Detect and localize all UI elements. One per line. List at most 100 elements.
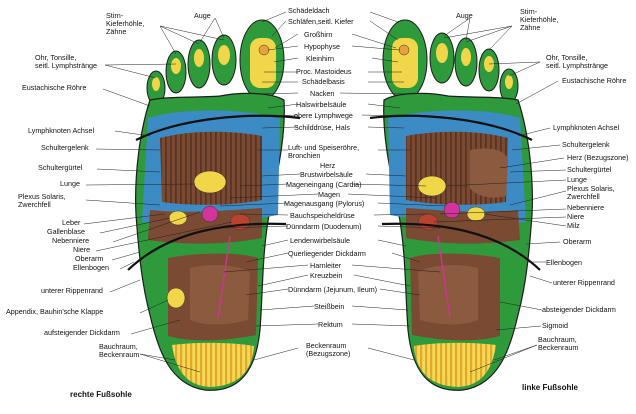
label-line: (Bezugszone) [306, 349, 350, 358]
label-lunge-left: Lunge [567, 175, 587, 184]
right-toe-3-yellow [194, 49, 204, 67]
label-kleinhirn: Kleinhirn [306, 54, 334, 63]
right-toe-4-yellow [171, 58, 181, 74]
label-luft-speise: Luft- und Speiseröhre,Bronchien [288, 143, 359, 160]
label-halswirbel: Halswirbelsäule [296, 100, 346, 109]
left-toe-2-yellow [436, 43, 448, 63]
label-stirn-left: Stirn-Kieferhöhle,Zähne [520, 7, 558, 32]
label-plexus-right: Plexus Solaris,Zwerchfell [18, 192, 66, 209]
left-toe-3-yellow [461, 48, 471, 66]
left-sole-foot [370, 20, 540, 390]
label-auge-left: Auge [456, 11, 473, 20]
label-lymph-achsel-left: Lymphknoten Achsel [553, 123, 619, 132]
right-sole-foot [128, 20, 300, 390]
label-line: Zähne [106, 27, 126, 36]
label-leber: Leber [62, 218, 81, 227]
label-schultergurtel-left: Schultergürtel [567, 165, 612, 174]
right-gallbladder [169, 211, 187, 225]
label-gallenblase: Gallenblase [47, 227, 85, 236]
label-rippenrand-right: unterer Rippenrand [41, 286, 103, 295]
label-schaedeldach: Schädeldach [288, 6, 330, 15]
left-magenta-spot [444, 202, 460, 218]
label-duenndarm-duod: Dünndarm (Duodenum) [286, 222, 362, 231]
label-line: Bronchien [288, 151, 320, 160]
left-toe-5-yellow [505, 75, 513, 89]
label-herz-left: Herz (Bezugszone) [567, 153, 629, 162]
label-harnleiter: Harnleiter [310, 261, 342, 270]
label-plexus-left: Plexus Solaris,Zwerchfell [567, 184, 615, 201]
right-hypophyse-spot [259, 45, 269, 55]
label-niere-left: Niere [567, 212, 584, 221]
label-oberarm-left: Oberarm [563, 237, 591, 246]
label-ellenbogen-right: Ellenbogen [73, 263, 109, 272]
label-bauchraum-right: Bauchraum,Beckenraum [99, 342, 139, 359]
label-rektum: Rektum [318, 320, 343, 329]
label-aufst-dickdarm: aufsteigender Dickdarm [44, 328, 120, 337]
left-heart-spot [470, 148, 508, 197]
label-schultergelenk-right: Schultergelenk [41, 143, 89, 152]
label-rippenrand-left: unterer Rippenrand [553, 278, 615, 287]
right-magenta-spot [202, 206, 218, 222]
left-hypophyse-spot [399, 45, 409, 55]
label-line: Beckenraum [538, 343, 578, 352]
label-obere-lymph: obere Lymphwege [294, 111, 353, 120]
label-lymph-achsel-right: Lymphknoten Achsel [28, 126, 94, 135]
label-eustach-left: Eustachische Röhre [562, 76, 626, 85]
label-appendix: Appendix, Bauhin'sche Klappe [6, 307, 103, 316]
label-auge-right: Auge [194, 11, 211, 20]
label-line: seitl. Lymphstränge [35, 61, 97, 70]
label-line: seitl. Lymphstränge [546, 61, 608, 70]
label-schaedelbasis: Schädelbasis [302, 77, 345, 86]
label-brustwirbel: Brustwirbelsäule [300, 170, 353, 179]
label-sigmoid: Sigmoid [542, 321, 568, 330]
label-steissbein: Steißbein [314, 302, 344, 311]
label-stirn-right: Stirn-Kieferhöhle,Zähne [106, 11, 144, 36]
label-schlaefen: Schläfen,seitl. Kiefer [288, 17, 354, 26]
caption-left-sole: linke Fußsohle [522, 383, 579, 392]
label-hypophyse: Hypophyse [304, 42, 340, 51]
label-querliegender: Querliegender Dickdarm [288, 249, 366, 258]
label-ohr-right: Ohr, Tonsille,seitl. Lymphstränge [35, 53, 97, 70]
label-line: Zähne [520, 23, 540, 32]
label-eustach-right: Eustachische Röhre [22, 83, 86, 92]
right-toe-5-yellow [152, 77, 160, 91]
label-beckenraum-mid: Beckenraum(Bezugszone) [306, 341, 350, 358]
caption-right-sole: rechte Fußsohle [70, 390, 132, 399]
right-lung-zone [160, 132, 262, 205]
label-lunge-right: Lunge [60, 179, 80, 188]
label-schilddruese: Schilddrüse, Hals [294, 123, 350, 132]
label-milz: Milz [567, 221, 580, 230]
label-nebenniere-right: Nebenniere [52, 236, 89, 245]
label-duenndarm-jej: Dünndarm (Jejunum, Ileum) [288, 285, 377, 294]
label-schultergelenk-left: Schultergelenk [562, 140, 610, 149]
left-spleen [467, 207, 485, 221]
left-small-intestine [418, 265, 478, 324]
right-appendix-spot [167, 288, 185, 308]
label-grosshirn: Großhirn [304, 30, 332, 39]
label-ohr-left: Ohr, Tonsille,seitl. Lymphstränge [546, 53, 608, 70]
label-ellenbogen-left: Ellenbogen [546, 258, 582, 267]
label-herz-mid: Herz [320, 161, 336, 170]
label-niere-right: Niere [73, 245, 90, 254]
label-line: Zwerchfell [18, 200, 51, 209]
label-line: Beckenraum [99, 350, 139, 359]
right-small-intestine [190, 265, 250, 324]
right-yellow-spot [194, 171, 226, 193]
label-bauchraum-left: Bauchraum,Beckenraum [538, 335, 578, 352]
label-lendenwirbel: Lendenwirbelsäule [290, 236, 350, 245]
label-magenausgang: Magenausgang (Pylorus) [284, 199, 364, 208]
label-proc-mastoideus: Proc. Mastoideus [296, 67, 352, 76]
label-bauchspeichel: Bauchspeicheldrüse [290, 211, 355, 220]
labels: Auge Stirn-Kieferhöhle,Zähne Ohr, Tonsil… [6, 6, 629, 399]
label-kreuzbein: Kreuzbein [310, 271, 342, 280]
label-abst-dickdarm: absteigender Dickdarm [542, 305, 616, 314]
label-mageneingang: Mageneingang (Cardia) [286, 180, 362, 189]
label-schultergurtel-right: Schultergürtel [38, 163, 83, 172]
right-toe-2-yellow [218, 45, 230, 65]
label-magen: Magen [318, 190, 340, 199]
label-nacken: Nacken [310, 89, 334, 98]
label-oberarm-right: Oberarm [75, 254, 103, 263]
label-nebenniere-left: Nebenniere [567, 203, 604, 212]
